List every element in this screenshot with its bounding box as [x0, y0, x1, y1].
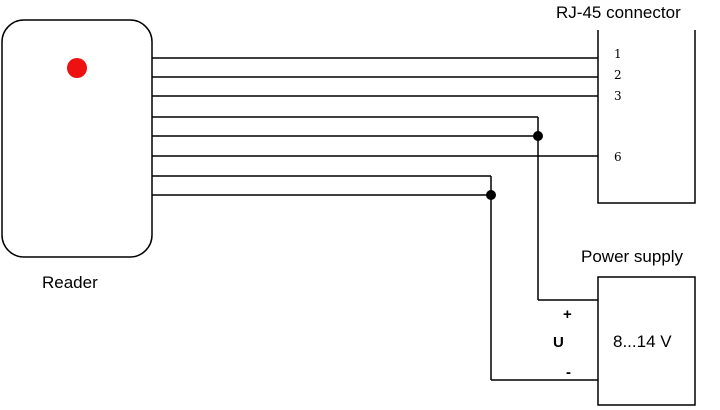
reader-label: Reader: [42, 273, 98, 292]
rj45-connector-box: [597, 30, 696, 204]
connector-pin-1-label: 1: [614, 47, 622, 61]
connector-pin-3-label: 3: [614, 89, 622, 103]
power-supply-box: [597, 276, 696, 406]
power-supply-title: Power supply: [581, 247, 684, 266]
plus-sign-label: +: [563, 306, 572, 323]
voltage-u-label: U: [553, 334, 564, 351]
minus-sign-label: -: [566, 364, 571, 381]
power-supply-voltage: 8...14 V: [613, 332, 672, 351]
reader-box: [1, 19, 153, 258]
connector-title: RJ-45 connector: [556, 3, 681, 22]
junction-dot-minus: [486, 190, 496, 200]
junction-dot-plus: [533, 131, 543, 141]
connector-pin-2-label: 2: [614, 68, 622, 82]
reader-indicator-led: [67, 58, 87, 78]
connector-pin-6-label: 6: [614, 150, 622, 164]
